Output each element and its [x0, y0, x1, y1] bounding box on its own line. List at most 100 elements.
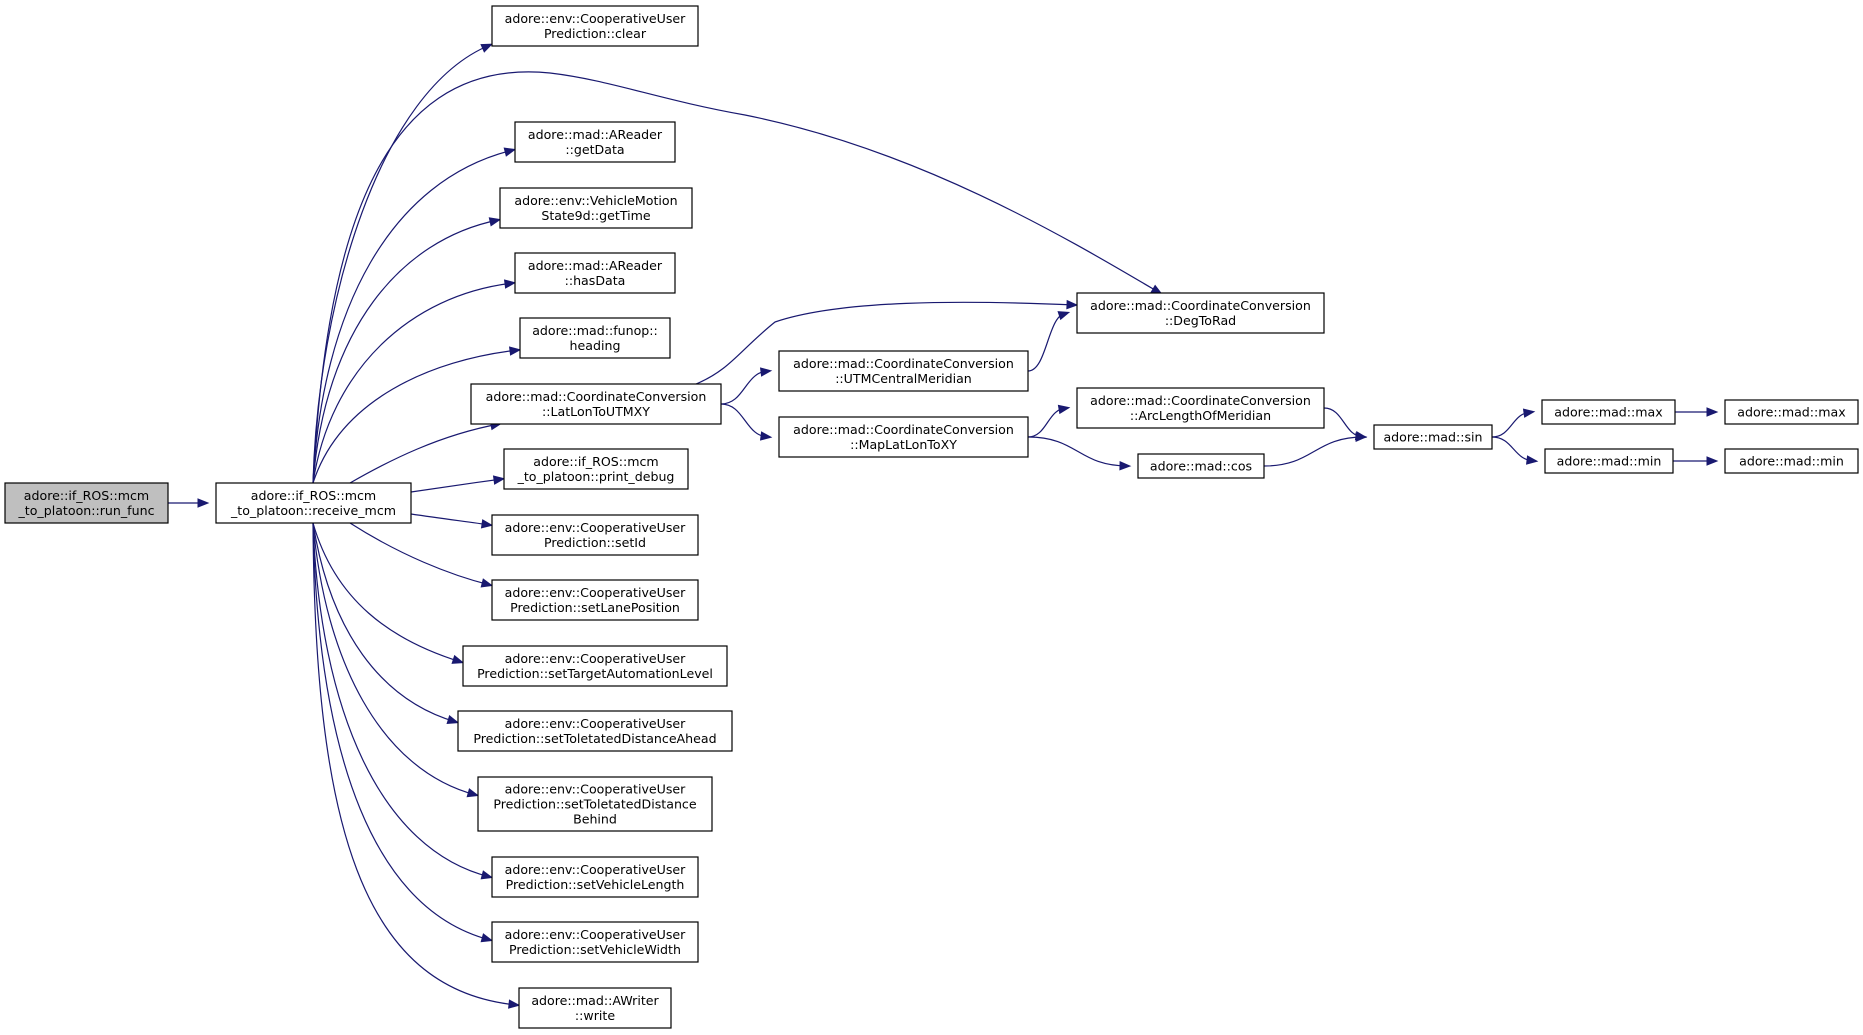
edge-lat-lon-to-utmxy-to-deg-to-rad	[695, 299, 1079, 385]
node-min2[interactable]: adore::mad::min	[1724, 448, 1859, 474]
node-label-line: adore::env::CooperativeUser	[505, 862, 687, 877]
node-box	[503, 448, 689, 490]
node-box	[215, 482, 412, 524]
edge-line	[312, 149, 514, 484]
node-max1[interactable]: adore::mad::max	[1541, 399, 1676, 425]
edge-receive-mcm-to-get-time	[312, 217, 502, 484]
arrowhead	[451, 654, 465, 664]
node-box	[778, 416, 1029, 458]
node-label-line: heading	[570, 338, 621, 353]
node-set-id[interactable]: adore::env::CooperativeUserPrediction::s…	[491, 514, 699, 556]
node-box	[1541, 399, 1676, 425]
edge-receive-mcm-to-set-target-automation-level	[312, 522, 465, 664]
arrowhead	[1706, 456, 1719, 466]
node-get-time[interactable]: adore::env::VehicleMotionState9d::getTim…	[499, 187, 693, 229]
edge-line	[312, 522, 491, 941]
node-sin[interactable]: adore::mad::sin	[1373, 424, 1493, 450]
node-max2[interactable]: adore::mad::max	[1724, 399, 1859, 425]
node-label-line: _to_platoon::receive_mcm	[230, 503, 396, 518]
edge-receive-mcm-to-has-data	[312, 279, 517, 484]
node-label-line: Prediction::setTargetAutomationLevel	[477, 666, 713, 681]
node-heading[interactable]: adore::mad::funop::heading	[519, 317, 671, 359]
node-write[interactable]: adore::mad::AWriter::write	[518, 987, 672, 1029]
edge-receive-mcm-to-deg-to-rad	[312, 71, 1163, 484]
arrowhead	[480, 578, 494, 588]
node-label-line: adore::if_ROS::mcm	[24, 488, 149, 503]
node-box	[514, 121, 676, 163]
edge-receive-mcm-to-set-toletated-distance-ahead	[312, 522, 460, 725]
node-cos[interactable]: adore::mad::cos	[1137, 453, 1265, 479]
edge-line	[695, 301, 1076, 385]
edge-utmcentral-meridian-to-deg-to-rad	[1027, 311, 1071, 372]
edge-line	[312, 522, 477, 796]
node-box	[1724, 448, 1859, 474]
edge-receive-mcm-to-write	[312, 522, 521, 1009]
node-set-vehicle-length[interactable]: adore::env::CooperativeUserPrediction::s…	[491, 856, 699, 898]
arrowhead	[1522, 408, 1536, 418]
node-box	[514, 252, 676, 294]
node-clear[interactable]: adore::env::CooperativeUserPrediction::c…	[491, 5, 699, 47]
node-label-line: adore::env::CooperativeUser	[505, 11, 687, 26]
node-label-line: State9d::getTime	[541, 208, 651, 223]
edge-receive-mcm-to-set-lane-position	[349, 522, 494, 588]
arrowhead	[1066, 299, 1079, 310]
node-label-line: ::UTMCentralMeridian	[835, 371, 972, 386]
node-box	[491, 514, 699, 556]
edge-lat-lon-to-utmxy-to-utmcentral-meridian	[720, 367, 773, 405]
node-receive-mcm[interactable]: adore::if_ROS::mcm_to_platoon::receive_m…	[215, 482, 412, 524]
node-set-lane-position[interactable]: adore::env::CooperativeUserPrediction::s…	[491, 579, 699, 621]
node-set-toletated-distance-ahead[interactable]: adore::env::CooperativeUserPrediction::s…	[457, 710, 733, 752]
edge-receive-mcm-to-set-vehicle-length	[312, 522, 494, 880]
edge-lat-lon-to-utmxy-to-map-lat-lon-to-xy	[720, 403, 773, 441]
arrowhead	[480, 519, 494, 529]
arrowhead	[1706, 407, 1719, 417]
arrowhead	[466, 788, 480, 798]
node-map-lat-lon-to-xy[interactable]: adore::mad::CoordinateConversion::MapLat…	[778, 416, 1029, 458]
node-box	[462, 645, 728, 687]
arrowhead	[759, 367, 773, 377]
node-label-line: adore::mad::min	[1739, 454, 1844, 469]
edge-line	[349, 522, 491, 586]
edge-receive-mcm-to-set-id	[410, 513, 494, 529]
edge-line	[312, 522, 491, 878]
node-box	[1076, 292, 1325, 334]
edge-receive-mcm-to-set-toletated-distance-behind	[312, 522, 480, 798]
node-label-line: adore::mad::AReader	[528, 127, 663, 142]
node-set-vehicle-width[interactable]: adore::env::CooperativeUserPrediction::s…	[491, 921, 699, 963]
edge-line	[312, 71, 1161, 484]
node-set-toletated-distance-behind[interactable]: adore::env::CooperativeUserPrediction::s…	[477, 776, 713, 832]
node-lat-lon-to-utmxy[interactable]: adore::mad::CoordinateConversion::LatLon…	[470, 383, 722, 425]
node-has-data[interactable]: adore::mad::AReader::hasData	[514, 252, 676, 294]
node-box	[491, 921, 699, 963]
edge-line	[1027, 436, 1129, 467]
node-box	[518, 987, 672, 1029]
nodes-layer: adore::if_ROS::mcm_to_platoon::run_funca…	[4, 5, 1859, 1029]
node-label-line: adore::env::CooperativeUser	[505, 927, 687, 942]
edge-line	[1263, 436, 1365, 467]
node-get-data[interactable]: adore::mad::AReader::getData	[514, 121, 676, 163]
node-label-line: adore::env::CooperativeUser	[505, 520, 687, 535]
node-deg-to-rad[interactable]: adore::mad::CoordinateConversion::DegToR…	[1076, 292, 1325, 334]
node-box	[470, 383, 722, 425]
edge-line	[312, 44, 491, 484]
node-min1[interactable]: adore::mad::min	[1544, 448, 1674, 474]
arrowhead	[759, 431, 773, 441]
node-label-line: adore::mad::CoordinateConversion	[1090, 393, 1311, 408]
node-arc-length-of-meridian[interactable]: adore::mad::CoordinateConversion::ArcLen…	[1076, 387, 1325, 429]
node-set-target-automation-level[interactable]: adore::env::CooperativeUserPrediction::s…	[462, 645, 728, 687]
node-label-line: adore::mad::max	[1554, 405, 1663, 420]
node-label-line: adore::mad::CoordinateConversion	[1090, 298, 1311, 313]
node-box	[491, 5, 699, 47]
node-label-line: adore::mad::min	[1557, 454, 1662, 469]
edge-map-lat-lon-to-xy-to-cos	[1027, 436, 1132, 471]
node-label-line: _to_platoon::run_func	[17, 503, 154, 518]
edge-receive-mcm-to-print-debug	[410, 475, 506, 493]
node-print-debug[interactable]: adore::if_ROS::mcm_to_platoon::print_deb…	[503, 448, 689, 490]
arrowhead	[446, 714, 460, 725]
arrowhead	[492, 475, 506, 485]
node-box	[457, 710, 733, 752]
node-label-line: ::write	[575, 1008, 615, 1023]
node-label-line: ::hasData	[565, 273, 626, 288]
node-run-func[interactable]: adore::if_ROS::mcm_to_platoon::run_func	[4, 482, 169, 524]
node-utmcentral-meridian[interactable]: adore::mad::CoordinateConversion::UTMCen…	[778, 350, 1029, 392]
